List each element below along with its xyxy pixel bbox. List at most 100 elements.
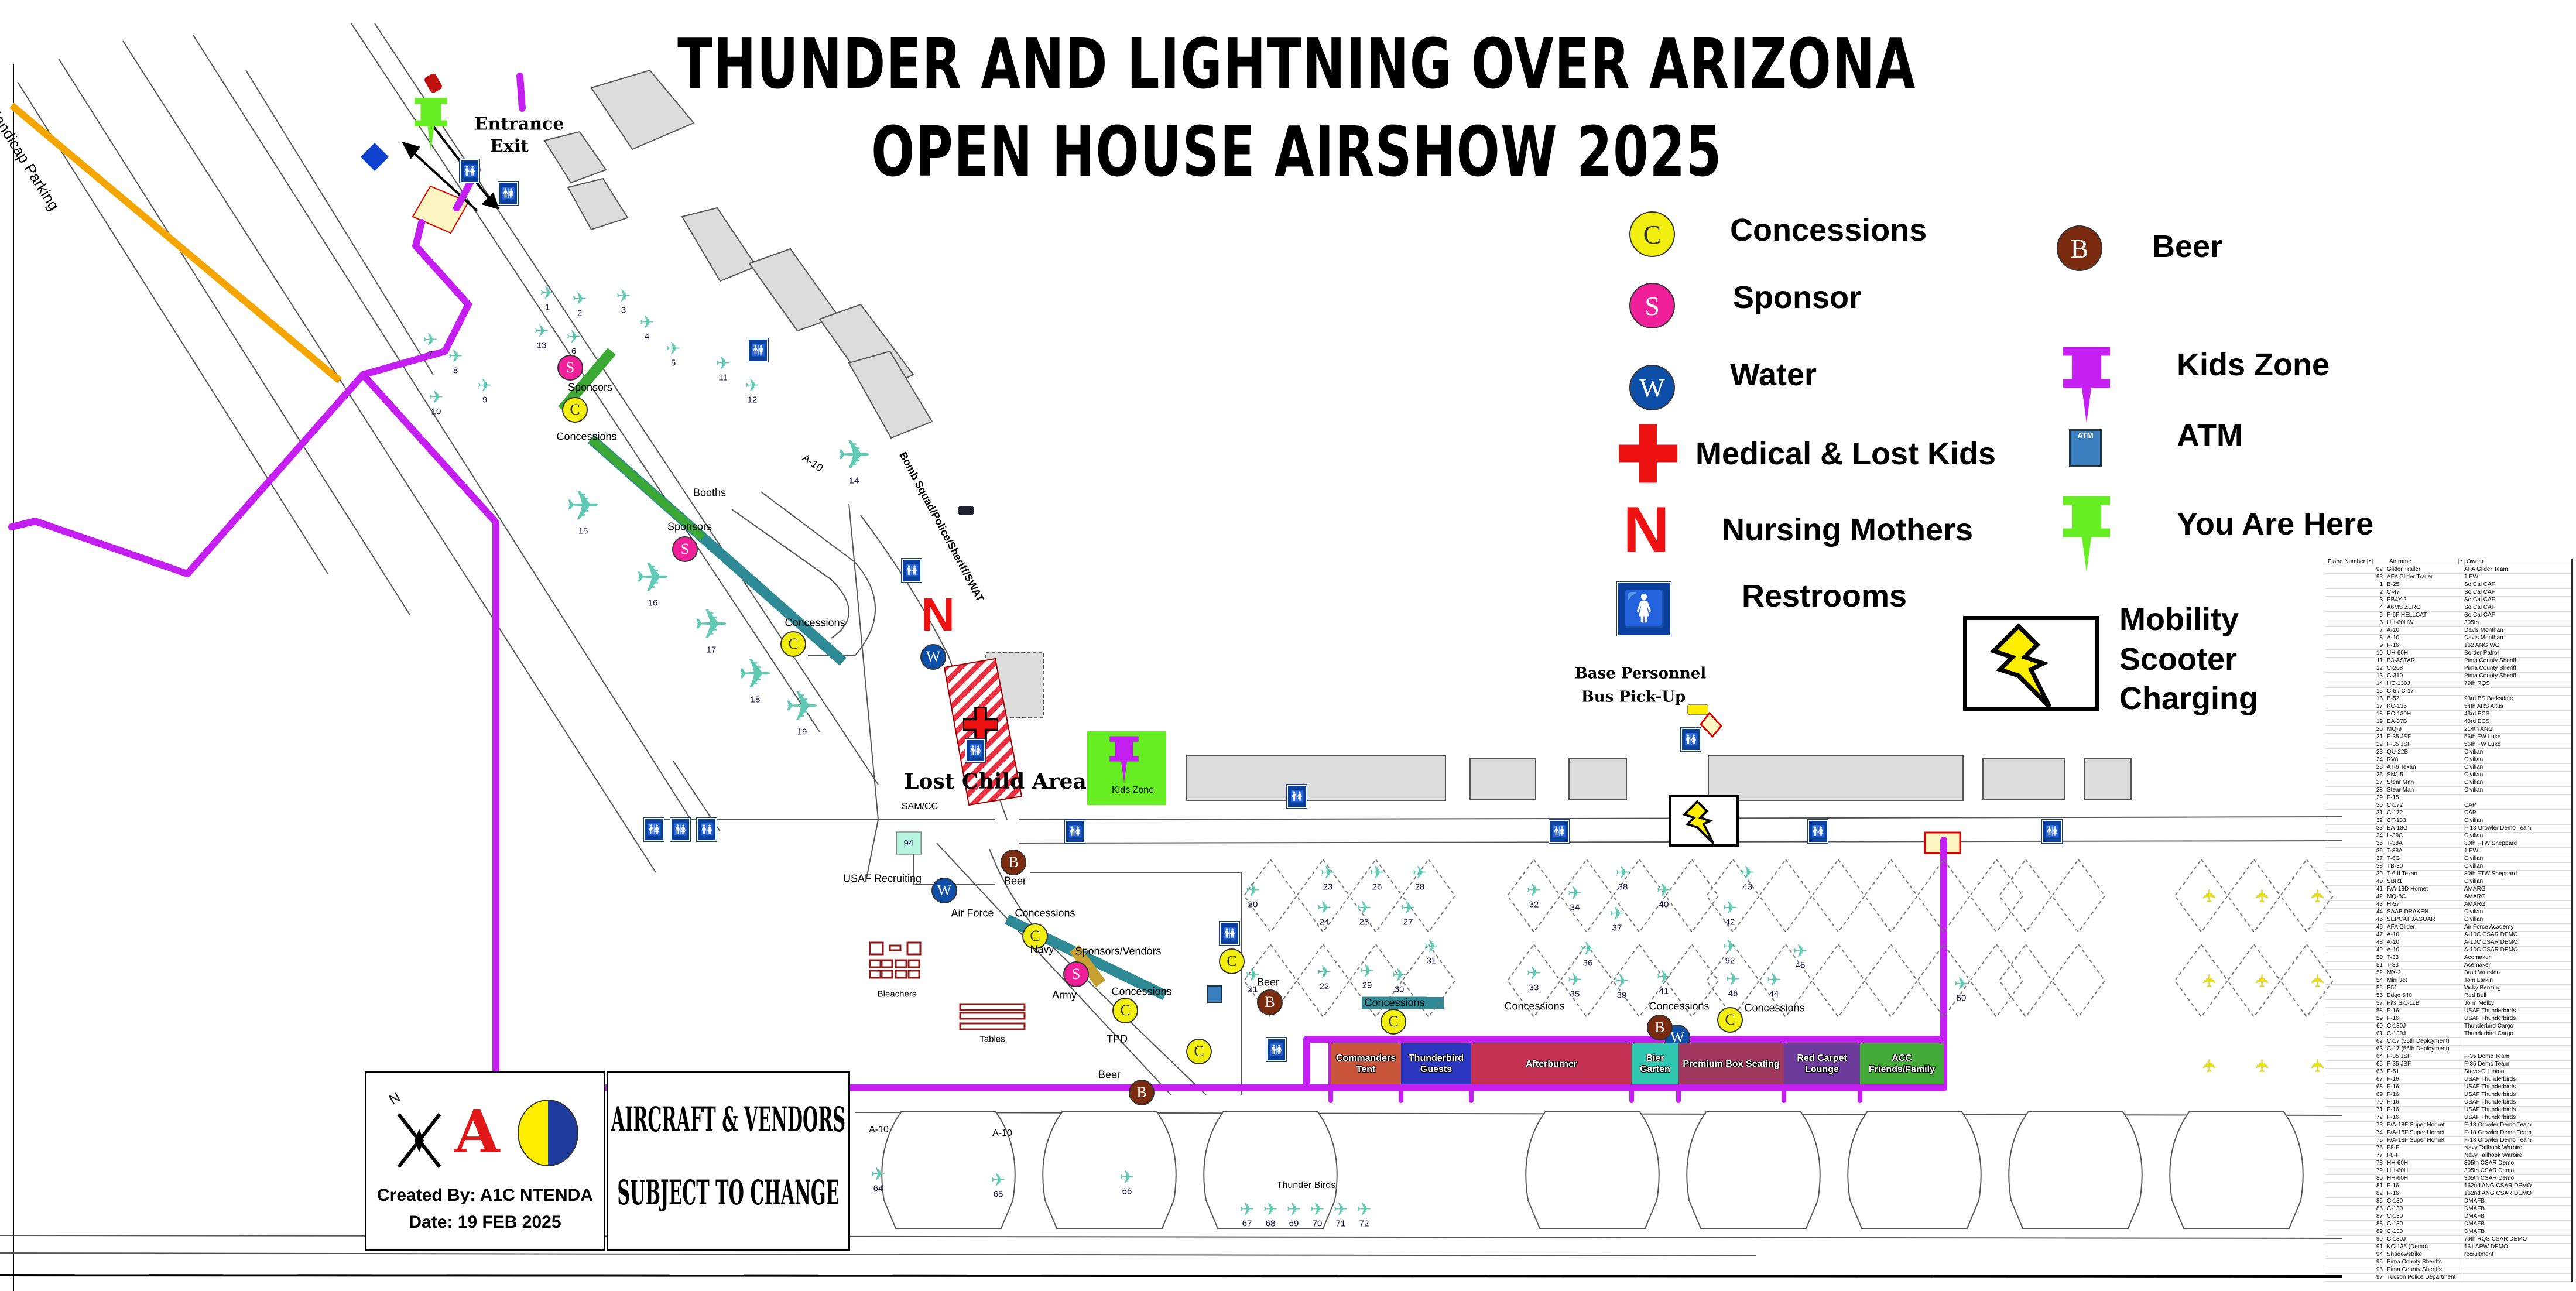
plane-number-cell: 85 [2376, 1198, 2383, 1204]
airframe-cell: Pits S-1-11B [2385, 1000, 2462, 1007]
plane-number-cell: 57 [2376, 1000, 2383, 1006]
airframe-cell: Mini Jet [2385, 977, 2462, 984]
aircraft-marker: ✈5 [666, 340, 680, 368]
concessions-marker: C [1186, 1039, 1212, 1064]
aircraft-number: 8 [453, 365, 458, 376]
plane-number-cell: 46 [2376, 924, 2383, 930]
concessions-label: Concessions [1744, 1002, 1805, 1014]
you-are-here-pin-icon [2063, 496, 2110, 576]
legend-concessions-label: Concessions [1730, 213, 1927, 248]
parking-spot [2279, 858, 2334, 933]
airframe-cell: MQ-9 [2385, 726, 2462, 733]
owner-cell: Civilian [2464, 787, 2483, 793]
airframe-cell: QU-22B [2385, 749, 2462, 756]
owner-cell: AFA Glider Team [2464, 566, 2508, 573]
legend-nursing-label: Nursing Mothers [1722, 512, 1974, 547]
sponsors-label: Sponsors [667, 520, 712, 533]
bus-pickup-label-line2: Bus Pick-Up [1581, 688, 1686, 706]
aircraft-number: 94 [903, 838, 914, 848]
aircraft-marker: ✈1 [540, 285, 554, 313]
hangar-pad [2008, 1111, 2143, 1229]
owner-cell: AMARG [2464, 901, 2486, 908]
navy-label: Navy [1030, 943, 1054, 956]
credit-box: N A Created By: A1C NTENDA Date: 19 FEB … [365, 1071, 605, 1251]
parking-spot [1401, 943, 1456, 1018]
beer-label: Beer [1256, 976, 1280, 988]
plane-number-cell: 91 [2376, 1244, 2383, 1250]
aircraft-marker: 94 [896, 831, 922, 855]
airplane-icon: ✈ [1400, 898, 1416, 918]
plane-number-cell: 27 [2376, 779, 2383, 786]
owner-cell: 162 ANG WG [2464, 642, 2500, 649]
header-airframe[interactable]: Airframe ▾ [2387, 559, 2465, 566]
beer-icon: B [2057, 225, 2102, 271]
aircraft-number: 33 [1529, 982, 1539, 993]
aircraft-marker: ✈41 [1656, 968, 1671, 996]
restroom-marker-icon: 🚻 [1286, 784, 1307, 809]
aircraft-marker: ✈16 [636, 557, 670, 608]
airframe-cell: SNJ-5 [2385, 772, 2462, 779]
plane-number-cell: 80 [2376, 1175, 2383, 1182]
owner-cell: 305th [2464, 619, 2479, 626]
owner-cell: Thunderbird Cargo [2464, 1023, 2513, 1029]
filter-dropdown-icon[interactable]: ▾ [2366, 559, 2373, 565]
plane-number-cell: 66 [2376, 1069, 2383, 1075]
plane-number-cell: 22 [2376, 741, 2383, 748]
owner-cell: AMARG [2464, 886, 2486, 892]
airframe-cell: F-16 [2385, 1084, 2462, 1091]
plane-number-cell: 2 [2379, 589, 2383, 595]
plane-number-cell: 4 [2379, 604, 2383, 611]
plane-number-cell: 65 [2376, 1061, 2383, 1067]
concessions-label: Concessions [1015, 907, 1075, 919]
airframe-cell: Stear Man [2385, 779, 2462, 786]
concessions-marker: C [780, 631, 806, 657]
concessions-label: Concessions [556, 430, 617, 443]
airplane-icon: ✈ [477, 376, 492, 396]
plane-number-cell: 88 [2376, 1221, 2383, 1227]
concessions-icon: C [1629, 211, 1675, 257]
owner-cell: Civilian [2464, 909, 2483, 915]
plane-number-cell: 61 [2376, 1030, 2383, 1037]
aircraft-number: 31 [1426, 956, 1437, 966]
samcc-label: SAM/CC [901, 802, 938, 811]
legend-you-are-here-label: You Are Here [2177, 506, 2374, 542]
header-owner: Owner [2467, 559, 2484, 565]
owner-cell: Civilian [2464, 749, 2483, 755]
parking-spot [2226, 858, 2282, 933]
header-plane-number[interactable]: Plane Number ▾ [2325, 559, 2387, 566]
owner-cell: F-18 Growler Demo Team [2464, 1122, 2532, 1128]
filter-dropdown-icon[interactable]: ▾ [2458, 559, 2464, 564]
aircraft-number: 35 [1570, 989, 1580, 999]
owner-cell: DMAFB [2464, 1206, 2485, 1212]
restroom-marker-icon: 🚻 [901, 558, 922, 583]
owner-cell: USAF Thunderbirds [2464, 1091, 2516, 1098]
airframe-cell: AT-6 Texan [2385, 764, 2462, 771]
hangar-pad [1042, 1111, 1177, 1229]
airframe-cell: EA-18G [2385, 825, 2462, 832]
airplane-icon: ✈ [738, 651, 773, 697]
airframe-cell: MQ-8C [2385, 893, 2462, 900]
water-marker: W [920, 644, 946, 670]
airframe-cell: F-35 JSF [2385, 734, 2462, 741]
airplane-icon: ✈ [1286, 1200, 1301, 1220]
owner-cell: So Cal CAF [2464, 589, 2495, 595]
airframe-cell: A-10 [2385, 932, 2462, 939]
